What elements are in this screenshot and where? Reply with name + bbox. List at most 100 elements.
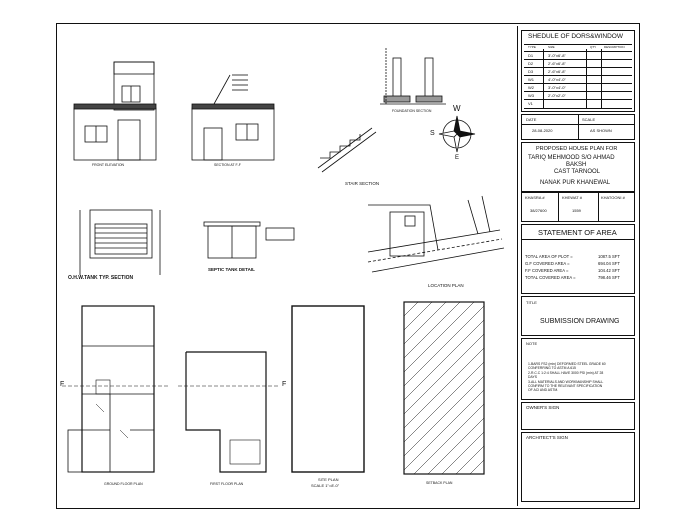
schedule-cell: D3 <box>528 69 534 74</box>
khatoni-label: KHATOONI # <box>601 195 625 200</box>
owner-line-3: CAST TARNOOL <box>554 169 601 175</box>
khasra-box: KHASRA # KHEWAT # KHATOONI # 38/27600 15… <box>521 192 635 222</box>
schedule-cell: 2'-6"x6'-8" <box>548 61 566 66</box>
drawing-sheet-border <box>56 23 640 509</box>
scale-label: SCALE <box>582 117 596 122</box>
schedule-cell: D1 <box>528 53 534 58</box>
date-label: DATE <box>526 117 537 122</box>
location-plan <box>367 195 505 273</box>
schedule-row: V1 <box>524 99 632 109</box>
stair-section-label: STAIR SECTION <box>345 181 380 186</box>
architect-sign-box: ARCHITECT'S SIGN <box>521 432 635 502</box>
schedule-cell: 4'-0"x4'-0" <box>548 77 566 82</box>
ohw-tank-section <box>79 209 161 275</box>
area-row-value: 694.04 SFT <box>598 261 620 266</box>
schedule-cell: D2 <box>528 61 534 66</box>
schedule-header-type: TYPE <box>528 45 536 49</box>
owner-sign-box: OWNER'S SIGN <box>521 402 635 430</box>
schedule-row: W3 2'-0"x2'-0" <box>524 91 632 100</box>
foundation-section <box>380 48 446 105</box>
khasra-value: 38/27600 <box>530 208 547 213</box>
note-line: DAYS <box>528 375 537 379</box>
scale-value: AS SHOWN <box>590 128 612 133</box>
area-row-label: G.F COVERED AREA = <box>525 261 570 266</box>
first-floor-plan <box>178 351 280 473</box>
septic-tank-label: SEPTIC TANK DETAIL <box>208 267 255 272</box>
project-title: PROPOSED HOUSE PLAN FOR <box>536 146 618 152</box>
section-marker-left: F <box>60 381 65 388</box>
khasra-label: KHASRA # <box>525 195 545 200</box>
owner-line-2: BAKSH <box>566 162 587 168</box>
area-row-label: TOTAL COVERED AREA = <box>525 275 576 280</box>
date-value: 28-08-2020 <box>532 128 553 133</box>
title-block: SHEDULE OF DORS&WINDOW TYPE SIZE QTY DES… <box>517 26 637 506</box>
schedule-cell: W1 <box>528 77 534 82</box>
area-row-value: 104.42 SFT <box>598 268 620 273</box>
schedule-cell: V1 <box>528 101 533 106</box>
schedule-row: D3 2'-6"x6'-8" <box>524 67 632 76</box>
front-elevation <box>73 61 157 161</box>
setback-plan <box>403 301 485 475</box>
note-line: CONFERRING TO ASTM A 615 <box>528 366 576 370</box>
schedule-cell: 2'-6"x6'-8" <box>548 69 566 74</box>
owner-line-4: NANAK PUR KHANEWAL <box>540 180 611 186</box>
owner-line-1: TARIQ MEHMOOD S/O AHMAD <box>528 155 615 161</box>
date-scale-box: DATE SCALE 28-08-2020 AS SHOWN <box>521 114 635 140</box>
area-title: STATEMENT OF AREA <box>538 228 617 237</box>
section-marker-right: F <box>282 381 287 388</box>
note-label: NOTE <box>526 341 538 346</box>
site-plan-scale: SCALE 1"=8'-0" <box>311 483 340 488</box>
title-box: TITLE SUBMISSION DRAWING <box>521 296 635 336</box>
khewat-label: KHEWAT # <box>562 195 582 200</box>
architect-sign-label: ARCHITECT'S SIGN <box>526 435 568 440</box>
section-drawing <box>191 74 275 161</box>
door-window-schedule: SHEDULE OF DORS&WINDOW TYPE SIZE QTY DES… <box>521 30 635 112</box>
area-row-value: 1087.5 SFT <box>598 254 620 259</box>
note-line: OF ACI AND ASTM. <box>528 388 559 392</box>
schedule-cell: 2'-0"x2'-0" <box>548 93 566 98</box>
schedule-title: SHEDULE OF DORS&WINDOW <box>528 33 623 40</box>
area-box: STATEMENT OF AREA TOTAL AREA OF PLOT = 1… <box>521 224 635 294</box>
schedule-header-description: DESCRIPTION <box>604 45 625 49</box>
schedule-row: D1 3'-0"x6'-8" <box>524 51 632 60</box>
stair-section <box>317 127 377 173</box>
foundation-section-label: FOUNDATION SECTION <box>392 109 432 113</box>
septic-tank-detail <box>203 221 295 259</box>
schedule-cell: W3 <box>528 93 534 98</box>
compass-w-label: W <box>453 104 461 113</box>
project-box: PROPOSED HOUSE PLAN FOR TARIQ MEHMOOD S/… <box>521 142 635 192</box>
section-label: SECTION AT F-F <box>214 163 241 167</box>
compass-e-label: E <box>455 155 460 161</box>
ground-floor-plan <box>62 305 170 473</box>
schedule-row: D2 2'-6"x6'-8" <box>524 59 632 68</box>
area-row-label: F.F COVERED AREA = <box>525 268 569 273</box>
title-value: SUBMISSION DRAWING <box>540 318 620 325</box>
site-plan-label: SITE PLAN <box>318 477 339 482</box>
note-line: 1-BARS FS2 (min) DEFORMED STEEL GRADE 60 <box>528 362 606 366</box>
ground-floor-plan-label: GROUND FLOOR PLAN <box>104 482 143 486</box>
schedule-header-size: SIZE <box>548 45 555 49</box>
schedule-row: W2 3'-0"x4'-0" <box>524 83 632 92</box>
setback-plan-label: SETBACK PLAN <box>426 481 453 485</box>
note-line: CONFIRM TO THE RELEVANT SPECIFICATION <box>528 384 603 388</box>
area-row-label: TOTAL AREA OF PLOT = <box>525 254 573 259</box>
schedule-cell: 3'-0"x6'-8" <box>548 53 566 58</box>
location-plan-label: LOCATION PLAN <box>428 283 464 288</box>
note-line: 2-R.C.C 1:2:4 SHALL HAVE 3000 PSI (min) … <box>528 371 604 375</box>
schedule-header-qty: QTY <box>590 45 597 49</box>
note-line: 3-ALL MATERIALS AND WORKMANSHIP SHALL <box>528 380 604 384</box>
area-row-value: 798.46 SFT <box>598 275 620 280</box>
khewat-value: 1559 <box>572 208 581 213</box>
compass-s-label: S <box>430 130 435 137</box>
schedule-cell: 3'-0"x4'-0" <box>548 85 566 90</box>
site-plan <box>291 305 365 473</box>
title-label: TITLE <box>526 300 537 305</box>
schedule-cell: W2 <box>528 85 534 90</box>
note-box: NOTE 1-BARS FS2 (min) DEFORMED STEEL GRA… <box>521 338 635 400</box>
owner-sign-label: OWNER'S SIGN <box>526 405 560 410</box>
compass-icon <box>438 115 476 153</box>
schedule-row: W1 4'-0"x4'-0" <box>524 75 632 84</box>
first-floor-plan-label: FIRST FLOOR PLAN <box>210 482 244 486</box>
front-elevation-label: FRONT ELEVATION <box>92 163 125 167</box>
